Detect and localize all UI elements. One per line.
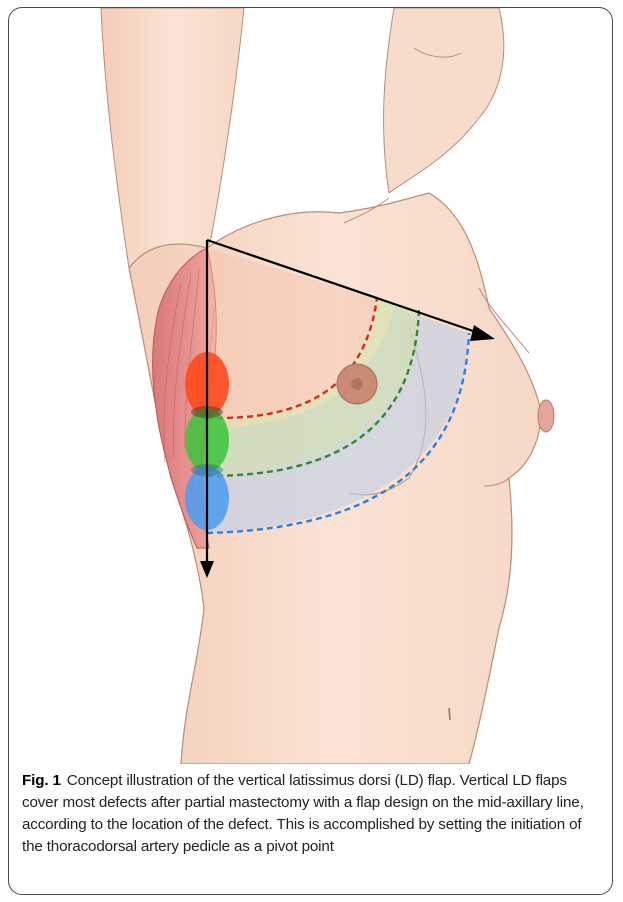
figure-caption-text: Concept illustration of the vertical lat… — [22, 772, 584, 855]
right-nipple — [538, 400, 554, 432]
ld-flap-illustration — [9, 8, 612, 764]
figure-label: Fig. 1 — [22, 772, 61, 789]
neck — [384, 8, 504, 193]
raised-arm — [101, 8, 244, 268]
